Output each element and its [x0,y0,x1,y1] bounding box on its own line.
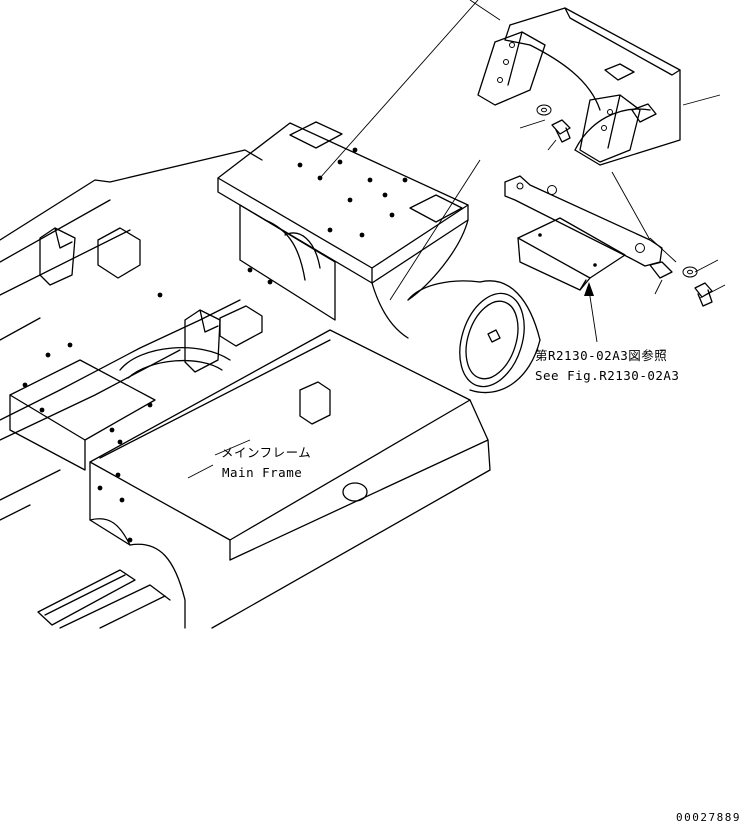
leader-lines [187,0,726,479]
main-frame-label-jp: メインフレーム [221,445,312,460]
hardware-bolts [536,104,713,307]
see-fig-label-jp: 第R2130-02A3図参照 [535,348,668,363]
document-number: 00027889 [676,811,741,824]
frame-bolts [22,147,408,543]
reference-arrow [584,282,594,296]
track-frame-ring [407,280,541,394]
link-bar [504,175,673,279]
main-frame-label-en: Main Frame [222,465,303,480]
main-frame-body [0,121,491,629]
see-fig-label-en: See Fig.R2130-02A3 [535,368,680,383]
upper-bracket-assembly [477,7,681,166]
cover-plate [517,217,626,291]
